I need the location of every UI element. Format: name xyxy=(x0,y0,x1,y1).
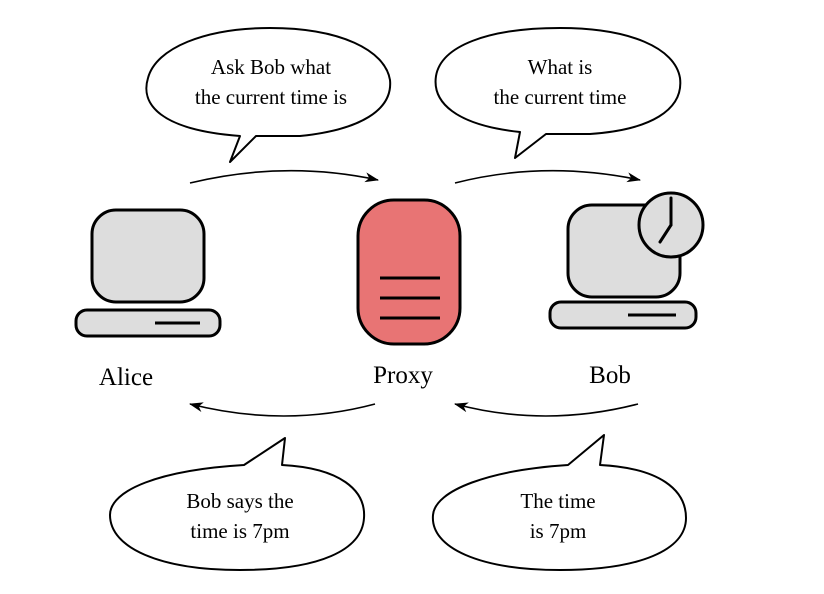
speech-bubble-proxy-reply xyxy=(109,437,366,571)
bubble-text-line: What is xyxy=(527,55,593,79)
arrow-alice-to-proxy xyxy=(189,169,379,184)
bubble-text-line: Bob says the xyxy=(186,489,294,513)
bob-keyboard-base xyxy=(548,300,698,330)
alice-computer-icon xyxy=(74,208,222,338)
arrow-proxy-to-alice xyxy=(189,402,376,417)
arrow-bob-to-proxy xyxy=(454,402,639,417)
speech-bubble-proxy-request xyxy=(434,27,682,159)
proxy-body xyxy=(356,198,462,346)
bubble-text-bob-reply: The time is 7pm xyxy=(448,486,668,546)
bubble-text-line: is 7pm xyxy=(529,519,587,543)
proxy-label: Proxy xyxy=(373,362,433,389)
bubble-text-line: Ask Bob what xyxy=(210,55,332,79)
bob-computer-icon xyxy=(548,191,705,330)
bubble-text-line: the current time is xyxy=(194,85,348,109)
alice-keyboard-base xyxy=(74,308,222,338)
bubble-text-line: time is 7pm xyxy=(190,519,290,543)
bubble-text-line: the current time xyxy=(493,85,627,109)
bubble-text-line: The time xyxy=(520,489,596,513)
alice-monitor xyxy=(90,208,206,304)
arrow-proxy-to-bob xyxy=(454,169,641,184)
speech-bubble-bob-reply xyxy=(431,434,687,571)
bubble-text-proxy-request: What is the current time xyxy=(445,52,675,112)
alice-label: Alice xyxy=(98,364,154,391)
speech-bubble-alice-request xyxy=(145,27,392,163)
bubble-text-alice-request: Ask Bob what the current time is xyxy=(160,52,382,112)
bob-label: Bob xyxy=(589,362,631,389)
proxy-server-icon xyxy=(356,198,462,346)
bubble-text-proxy-reply: Bob says the time is 7pm xyxy=(130,486,350,546)
clock-icon xyxy=(637,191,705,259)
